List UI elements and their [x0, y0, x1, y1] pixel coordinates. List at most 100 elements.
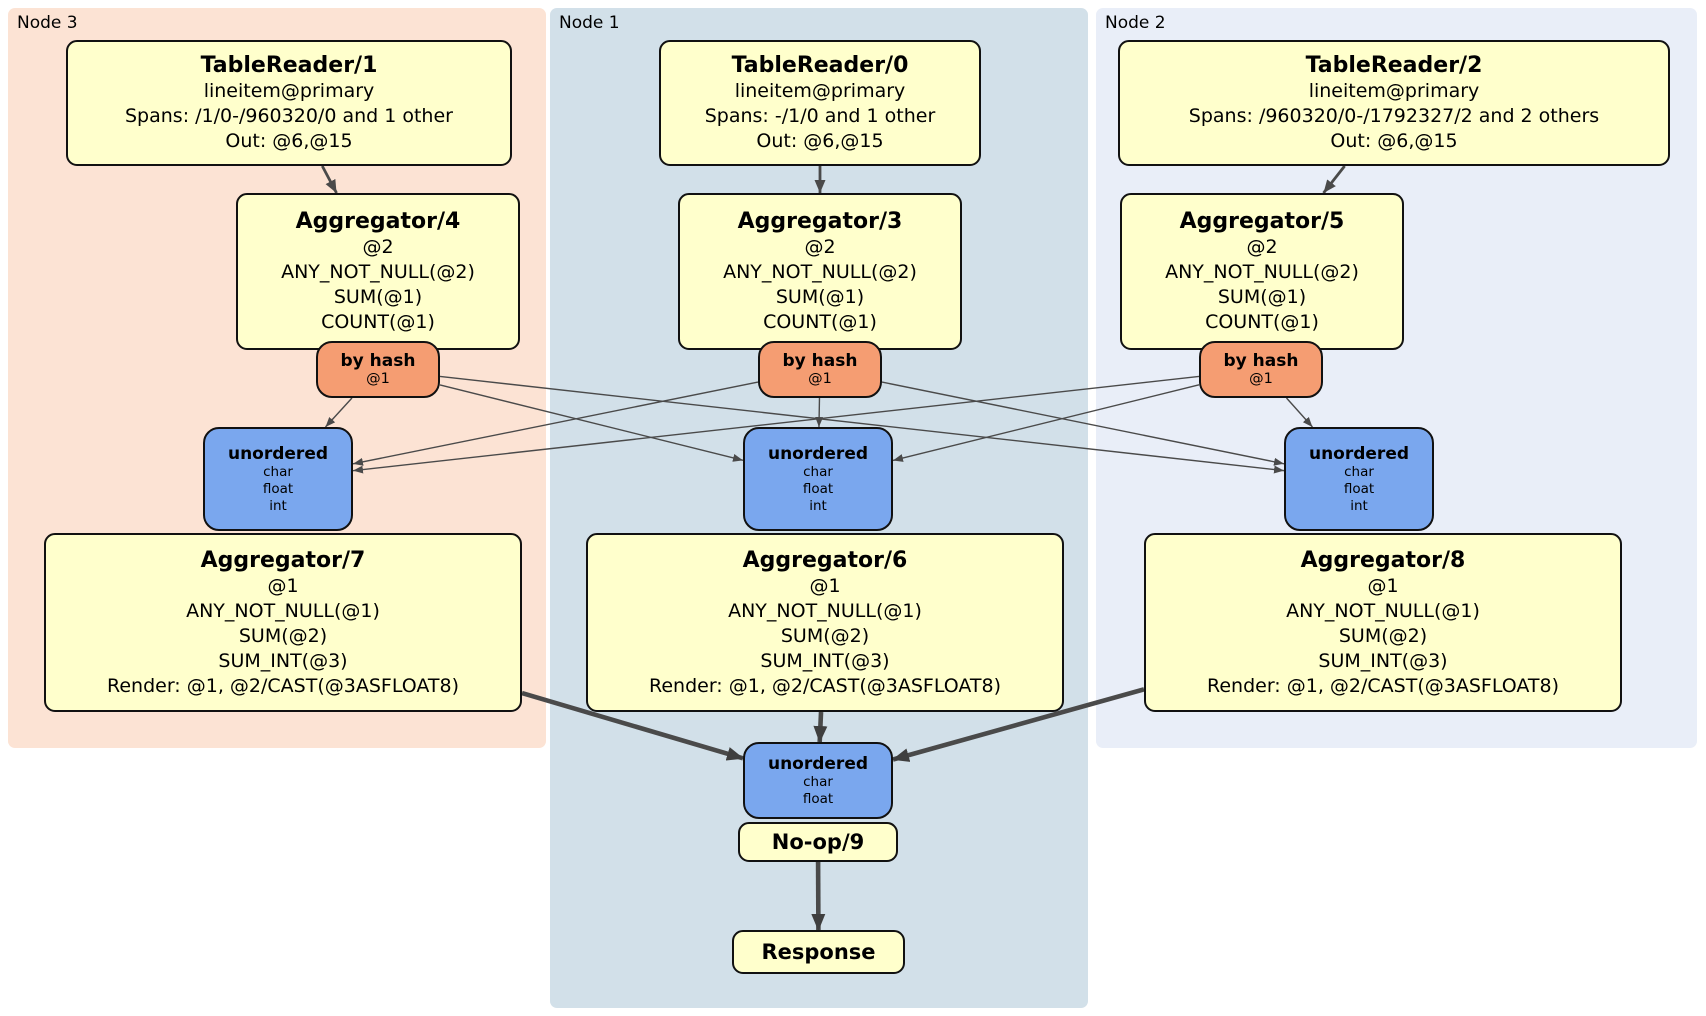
- sync-title: unordered: [767, 753, 869, 774]
- sync-type: int: [269, 497, 287, 514]
- router-title: by hash: [782, 351, 858, 371]
- sync-type: int: [1350, 497, 1368, 514]
- processor-aggregator-7: Aggregator/7 @1 ANY_NOT_NULL(@1) SUM(@2)…: [44, 533, 522, 712]
- processor-aggregator-5: Aggregator/5 @2 ANY_NOT_NULL(@2) SUM(@1)…: [1120, 193, 1404, 350]
- response-node: Response: [732, 930, 905, 974]
- agg-group-cols: @1: [1367, 574, 1399, 597]
- router-title: by hash: [1223, 351, 1299, 371]
- processor-out: Out: @6,@15: [1330, 130, 1458, 152]
- processor-aggregator-6: Aggregator/6 @1 ANY_NOT_NULL(@1) SUM(@2)…: [586, 533, 1064, 712]
- processor-title: Aggregator/7: [200, 547, 366, 573]
- sync-type: float: [262, 480, 294, 497]
- processor-title: Aggregator/4: [295, 209, 461, 234]
- processor-title: Aggregator/6: [742, 547, 908, 573]
- router-by-hash-node2: by hash @1: [1199, 341, 1323, 398]
- processor-index: lineitem@primary: [734, 80, 906, 102]
- edge-bh1-un2: [881, 381, 1285, 466]
- sync-type: int: [809, 497, 827, 514]
- agg-func: COUNT(@1): [763, 311, 877, 333]
- edge-bh2-un3: [352, 375, 1200, 474]
- processor-title: Response: [761, 940, 876, 964]
- region-label-node2: Node 2: [1105, 13, 1166, 33]
- edge-tr2-agg5: [1322, 165, 1346, 194]
- sync-type: char: [803, 773, 833, 790]
- processor-spans: Spans: /1/0-/960320/0 and 1 other: [125, 105, 453, 127]
- agg-render: Render: @1, @2/CAST(@3ASFLOAT8): [107, 674, 459, 697]
- processor-title: Aggregator/3: [737, 209, 903, 234]
- processor-title: TableReader/1: [200, 53, 378, 78]
- sync-type: char: [1344, 463, 1374, 480]
- router-by-hash-node3: by hash @1: [316, 341, 440, 398]
- agg-func: SUM_INT(@3): [1318, 649, 1448, 672]
- region-label-node3: Node 3: [17, 13, 78, 33]
- agg-func: ANY_NOT_NULL(@1): [1286, 599, 1480, 622]
- processor-aggregator-3: Aggregator/3 @2 ANY_NOT_NULL(@2) SUM(@1)…: [678, 193, 962, 350]
- processor-index: lineitem@primary: [1308, 80, 1480, 102]
- sync-type: char: [803, 463, 833, 480]
- sync-type: float: [802, 790, 834, 807]
- router-by-hash-node1: by hash @1: [758, 341, 882, 398]
- processor-tablereader-0: TableReader/0 lineitem@primary Spans: -/…: [659, 40, 981, 166]
- sync-type: float: [802, 480, 834, 497]
- processor-tablereader-2: TableReader/2 lineitem@primary Spans: /9…: [1118, 40, 1670, 166]
- processor-spans: Spans: -/1/0 and 1 other: [704, 105, 936, 127]
- agg-func: SUM_INT(@3): [760, 649, 890, 672]
- agg-func: SUM(@2): [780, 624, 870, 647]
- router-cols: @1: [808, 371, 832, 387]
- agg-group-cols: @2: [1246, 236, 1278, 258]
- processor-tablereader-1: TableReader/1 lineitem@primary Spans: /1…: [66, 40, 512, 166]
- agg-func: ANY_NOT_NULL(@2): [1165, 261, 1359, 283]
- edge-bh2-un1: [892, 384, 1200, 462]
- agg-func: SUM(@2): [238, 624, 328, 647]
- sync-title: unordered: [767, 443, 869, 464]
- edge-bh3-un1: [439, 384, 744, 462]
- agg-func: SUM_INT(@3): [218, 649, 348, 672]
- processor-title: TableReader/0: [731, 53, 909, 78]
- processor-title: No-op/9: [771, 830, 865, 854]
- agg-func: SUM(@2): [1338, 624, 1428, 647]
- agg-func: SUM(@1): [775, 286, 865, 308]
- processor-spans: Spans: /960320/0-/1792327/2 and 2 others: [1188, 105, 1600, 127]
- agg-func: ANY_NOT_NULL(@2): [723, 261, 917, 283]
- edge-agg7-unF: [521, 690, 744, 761]
- sync-title: unordered: [227, 443, 329, 464]
- edge-agg6-unF: [813, 711, 828, 743]
- agg-func: SUM(@1): [1217, 286, 1307, 308]
- processor-out: Out: @6,@15: [225, 130, 353, 152]
- edge-bh3-un3: [324, 397, 353, 428]
- sync-unordered-node3: unordered char float int: [203, 427, 353, 531]
- region-label-node1: Node 1: [559, 13, 620, 33]
- agg-func: COUNT(@1): [1205, 311, 1319, 333]
- processor-title: Aggregator/5: [1179, 209, 1345, 234]
- edge-bh1-un3: [352, 381, 759, 466]
- sync-title: unordered: [1308, 443, 1410, 464]
- agg-group-cols: @2: [362, 236, 394, 258]
- sync-unordered-node1: unordered char float int: [743, 427, 893, 531]
- agg-render: Render: @1, @2/CAST(@3ASFLOAT8): [649, 674, 1001, 697]
- agg-func: SUM(@1): [333, 286, 423, 308]
- processor-index: lineitem@primary: [203, 80, 375, 102]
- agg-group-cols: @1: [267, 574, 299, 597]
- agg-func: ANY_NOT_NULL(@2): [281, 261, 475, 283]
- sync-unordered-node2: unordered char float int: [1284, 427, 1434, 531]
- agg-func: COUNT(@1): [321, 311, 435, 333]
- processor-title: TableReader/2: [1305, 53, 1483, 78]
- edge-bh2-un2: [1285, 397, 1313, 428]
- sync-type: char: [263, 463, 293, 480]
- edge-bh1-un1: [815, 397, 824, 428]
- agg-func: ANY_NOT_NULL(@1): [186, 599, 380, 622]
- agg-group-cols: @2: [804, 236, 836, 258]
- processor-aggregator-4: Aggregator/4 @2 ANY_NOT_NULL(@2) SUM(@1)…: [236, 193, 520, 350]
- edge-tr1-agg4: [321, 165, 338, 194]
- processor-noop-9: No-op/9: [738, 822, 898, 862]
- agg-group-cols: @1: [809, 574, 841, 597]
- router-title: by hash: [340, 351, 416, 371]
- agg-func: ANY_NOT_NULL(@1): [728, 599, 922, 622]
- router-cols: @1: [366, 371, 390, 387]
- processor-title: Aggregator/8: [1300, 547, 1466, 573]
- processor-out: Out: @6,@15: [756, 130, 884, 152]
- agg-render: Render: @1, @2/CAST(@3ASFLOAT8): [1207, 674, 1559, 697]
- sync-unordered-final: unordered char float: [743, 742, 893, 819]
